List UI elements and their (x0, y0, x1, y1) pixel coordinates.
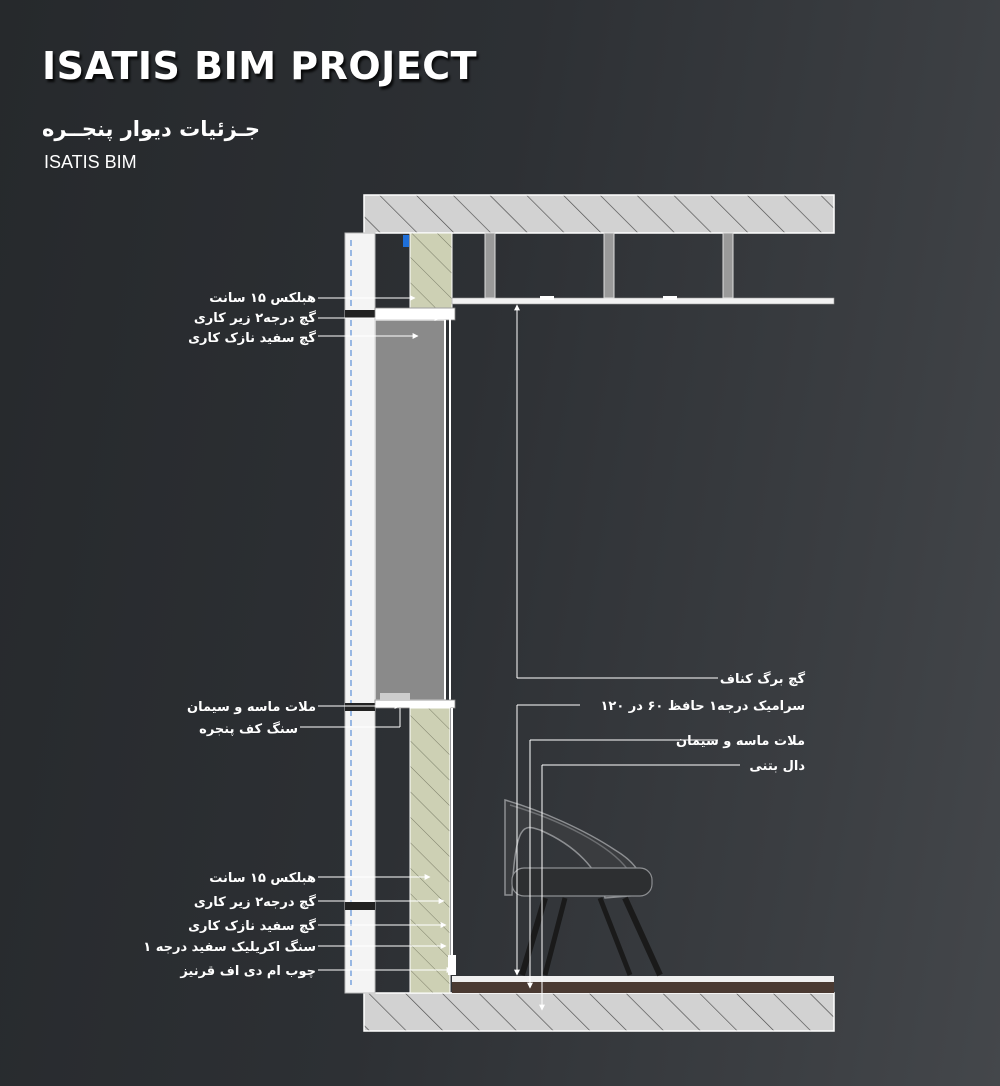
label-white-gypsum-bottom: گچ سفید نازک کاری (188, 918, 316, 934)
right-annotations: گچ برگ کناف سرامیک درجه۱ حافظ ۶۰ در ۱۲۰ … (600, 670, 805, 774)
drawing-subtitle-persian: جـزئیات دیوار پنجــره (42, 117, 260, 141)
label-ceramic-tile: سرامیک درجه۱ حافظ ۶۰ در ۱۲۰ (600, 699, 805, 714)
label-window-sill-stone: سنگ کف پنجره (199, 721, 298, 737)
project-title: ISATIS BIM PROJECT (42, 44, 478, 88)
lower-block-wall (409, 707, 451, 994)
window-glass-pane (374, 319, 446, 701)
label-concrete-slab: دال بتنی (749, 759, 805, 774)
floor-ceramic-finish (452, 976, 834, 982)
label-gypsum-grade2-top: گچ درجه۲ زیر کاری (194, 310, 317, 326)
label-white-gypsum-top: گچ سفید نازک کاری (188, 330, 316, 346)
left-annotations-bottom: هبلکس ۱۵ سانت گچ درجه۲ زیر کاری گچ سفید … (143, 871, 316, 979)
label-hebelex-bottom: هبلکس ۱۵ سانت (209, 871, 316, 886)
label-knauf-gypsum-board: گچ برگ کناف (720, 670, 806, 687)
label-acrylic-stone: سنگ اکریلیک سفید درجه ۱ (143, 939, 316, 955)
left-annotations-mid: ملات ماسه و سیمان سنگ کف پنجره (187, 700, 316, 737)
top-concrete-slab (363, 194, 835, 234)
floor-mortar-layer (452, 982, 834, 993)
upper-block-wall (409, 232, 453, 309)
label-mdf-skirting: چوب ام دی اف قرنیز (179, 964, 316, 979)
window-sill-stone (374, 699, 456, 709)
label-cement-mortar-floor: ملات ماسه و سیمان (676, 734, 805, 749)
bottom-concrete-slab (363, 992, 835, 1032)
exterior-facade-strip (344, 232, 376, 994)
left-annotations-top: هبلکس ۱۵ سانت گچ درجه۲ زیر کاری گچ سفید … (188, 291, 316, 346)
false-ceiling-gypsum (451, 297, 835, 305)
drawing-subtitle-english: ISATIS BIM (44, 152, 137, 172)
label-gypsum-grade2-bottom: گچ درجه۲ زیر کاری (194, 894, 317, 910)
armchair-illustration (504, 799, 663, 977)
label-hebelex-top: هبلکس ۱۵ سانت (209, 291, 316, 306)
ceiling-hangers (484, 232, 734, 299)
blue-waterproof-detail (403, 235, 409, 247)
label-cement-mortar-sill: ملات ماسه و سیمان (187, 700, 316, 715)
